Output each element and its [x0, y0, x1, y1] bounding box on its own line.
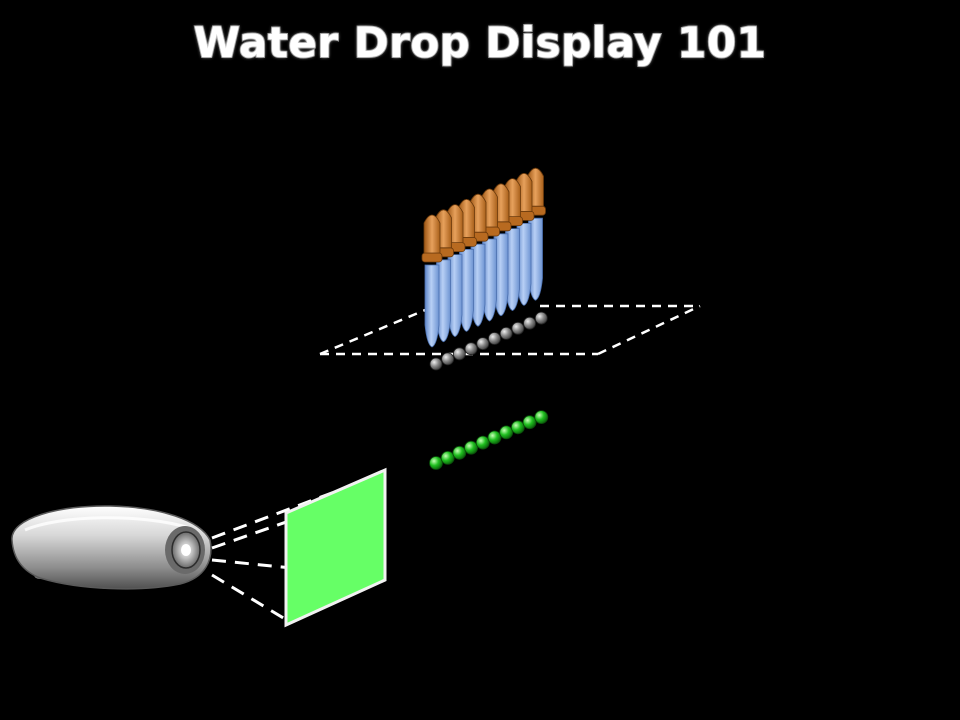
slide-title: Water Drop Display 101	[193, 17, 767, 68]
falling-drop	[464, 342, 478, 356]
falling-drop	[441, 352, 455, 366]
falling-drop	[499, 326, 513, 340]
illuminated-drop	[487, 430, 502, 445]
illuminated-drop	[464, 440, 479, 455]
illuminated-drop	[475, 435, 490, 450]
illuminated-drop	[452, 445, 467, 460]
falling-drop	[511, 321, 525, 335]
falling-drop	[476, 337, 490, 351]
illuminated-drop	[499, 425, 514, 440]
illuminated-drop	[440, 450, 455, 465]
dropper	[444, 204, 466, 338]
dropper	[479, 188, 500, 322]
falling-drop	[452, 347, 466, 361]
falling-drop	[429, 357, 443, 371]
illuminated-drop	[534, 410, 549, 425]
illuminated-drop	[511, 420, 525, 435]
illuminated-drops-row	[429, 410, 549, 470]
illuminated-drop	[429, 456, 443, 470]
falling-drop	[523, 316, 536, 330]
drop-plane-outline	[319, 304, 701, 356]
falling-drop	[534, 311, 548, 325]
illuminated-drop	[522, 415, 537, 430]
dropper	[421, 214, 443, 348]
projector-icon	[11, 505, 212, 590]
falling-drops-row	[429, 311, 548, 371]
falling-drop	[488, 332, 501, 345]
projected-image-frame	[284, 467, 387, 628]
dropper-array	[421, 167, 546, 348]
dropper	[456, 199, 477, 332]
